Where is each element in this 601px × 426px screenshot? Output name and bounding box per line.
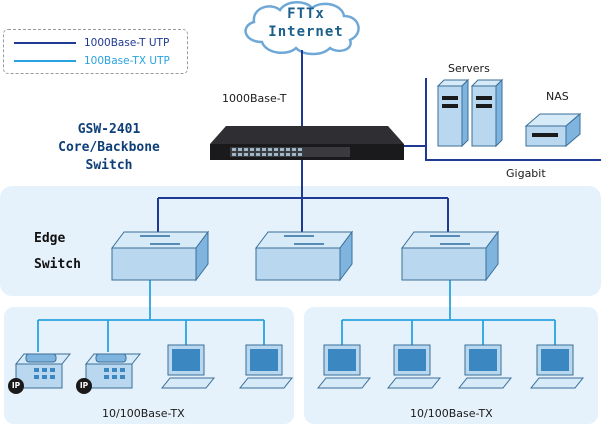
servers-label: Servers [448,62,490,75]
pc-icon [316,344,372,389]
server-link-line [400,145,601,161]
edge-switch-label-line-2: Switch [34,257,81,272]
legend-label: 100Base-TX UTP [84,55,170,67]
edge-switch-icon [111,230,209,282]
legend-item-gigabit: 1000Base-T UTP [14,36,169,50]
core-switch-label: GSW-2401 Core/Backbone Switch [46,121,172,175]
right-endpoint-zone [304,307,598,424]
ip-badge: IP [8,378,24,394]
internet-cloud-icon [244,1,360,56]
ip-phone-icon [14,353,72,389]
legend-item-fast-ethernet: 100Base-TX UTP [14,54,170,68]
legend: 1000Base-T UTP 100Base-TX UTP [3,29,188,74]
core-switch-icon [210,126,404,160]
pc-icon [457,344,513,389]
edge-switch-label: Edge Switch [34,226,81,278]
nas-icon [524,112,582,148]
core-to-edge-lines [157,160,449,232]
server-icon [470,78,504,148]
core-switch-type: Switch [85,158,133,173]
edge-to-endpoint-lines [37,280,556,352]
legend-label: 1000Base-T UTP [84,37,170,49]
core-switch-role: Core/Backbone [58,140,160,155]
right-group-label: 10/100Base-TX [410,407,493,420]
edge-switch-label-line-1: Edge [34,231,66,246]
core-switch-model: GSW-2401 [77,122,141,137]
pc-icon [529,344,585,389]
uplink-label: 1000Base-T [222,92,287,105]
internet-cloud-label: FTTx Internet [246,5,366,41]
gigabit-label: Gigabit [506,167,546,180]
ip-badge: IP [76,378,92,394]
edge-switch-icon [255,230,353,282]
left-endpoint-zone [4,307,294,424]
nas-label: NAS [546,90,569,103]
cloud-line-1: FTTx [287,6,325,22]
pc-icon [160,344,216,389]
ip-phone-icon [84,353,142,389]
edge-switch-icon [401,230,499,282]
server-icon [436,78,470,148]
left-group-label: 10/100Base-TX [102,407,185,420]
pc-icon [386,344,442,389]
legend-swatch-gigabit [14,42,76,44]
legend-swatch-fast-ethernet [14,60,76,62]
pc-icon [238,344,294,389]
cloud-line-2: Internet [268,24,344,40]
